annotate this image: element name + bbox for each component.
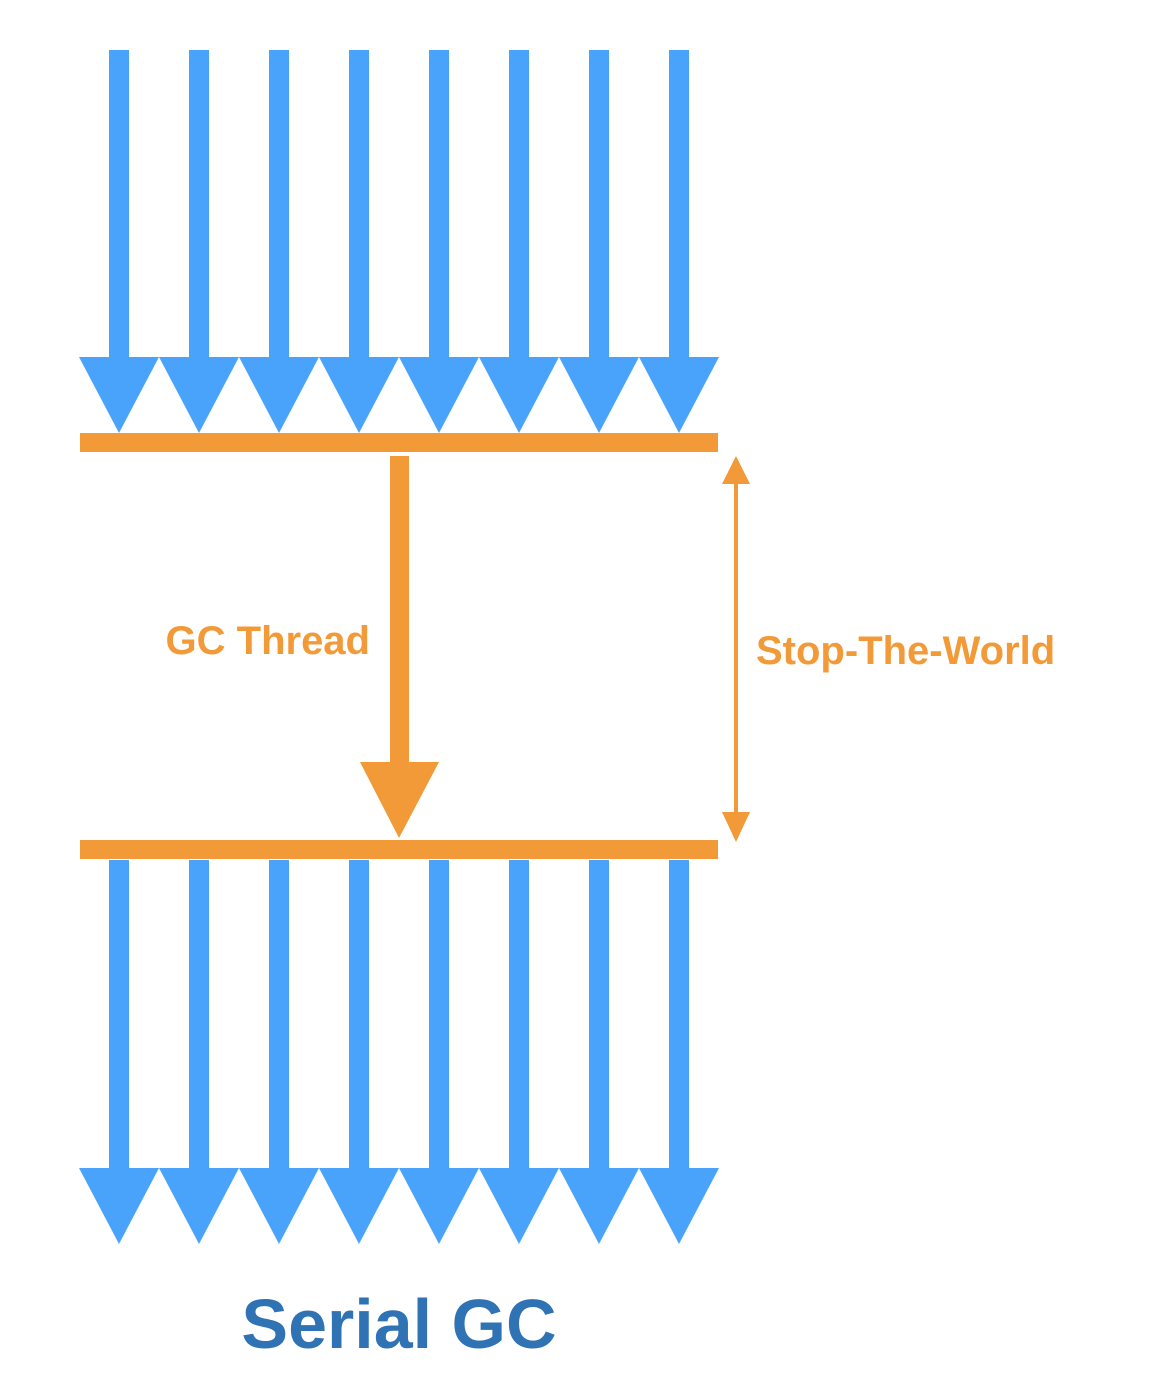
after-gc-thread-arrow-3 xyxy=(239,860,319,1244)
after-gc-thread-shaft-3 xyxy=(269,860,289,1170)
after-gc-thread-shaft-1 xyxy=(109,860,129,1170)
before-gc-thread-arrow-4 xyxy=(319,50,399,433)
application-threads-before-gc xyxy=(79,50,719,433)
gc-thread-arrowhead xyxy=(360,762,439,838)
before-gc-thread-shaft-8 xyxy=(669,50,689,359)
gc-thread-shaft xyxy=(390,456,409,766)
after-gc-thread-arrowhead-2 xyxy=(159,1168,239,1244)
after-gc-thread-arrow-4 xyxy=(319,860,399,1244)
before-gc-thread-arrowhead-5 xyxy=(399,357,479,433)
after-gc-thread-arrowhead-1 xyxy=(79,1168,159,1244)
before-gc-thread-shaft-5 xyxy=(429,50,449,359)
after-gc-thread-arrowhead-4 xyxy=(319,1168,399,1244)
after-gc-thread-arrowhead-5 xyxy=(399,1168,479,1244)
before-gc-thread-arrowhead-4 xyxy=(319,357,399,433)
after-gc-thread-arrow-2 xyxy=(159,860,239,1244)
after-gc-thread-arrowhead-7 xyxy=(559,1168,639,1244)
before-gc-thread-shaft-3 xyxy=(269,50,289,359)
after-gc-thread-arrow-7 xyxy=(559,860,639,1244)
gc-thread-label: GC Thread xyxy=(166,619,370,663)
after-gc-thread-arrow-1 xyxy=(79,860,159,1244)
after-gc-thread-arrow-8 xyxy=(639,860,719,1244)
before-gc-thread-arrowhead-3 xyxy=(239,357,319,433)
before-gc-thread-arrow-3 xyxy=(239,50,319,433)
before-gc-thread-shaft-2 xyxy=(189,50,209,359)
after-gc-thread-arrow-6 xyxy=(479,860,559,1244)
before-gc-thread-arrowhead-2 xyxy=(159,357,239,433)
before-gc-thread-shaft-4 xyxy=(349,50,369,359)
before-gc-thread-arrow-8 xyxy=(639,50,719,433)
before-gc-thread-arrow-2 xyxy=(159,50,239,433)
after-gc-thread-shaft-2 xyxy=(189,860,209,1170)
stop-the-world-arrowhead-down xyxy=(722,812,750,842)
after-gc-thread-shaft-7 xyxy=(589,860,609,1170)
stop-the-world-span-arrow xyxy=(722,456,750,842)
before-gc-thread-arrowhead-7 xyxy=(559,357,639,433)
after-gc-thread-arrowhead-6 xyxy=(479,1168,559,1244)
safepoint-bar-end xyxy=(80,840,718,859)
before-gc-thread-arrow-7 xyxy=(559,50,639,433)
before-gc-thread-shaft-7 xyxy=(589,50,609,359)
before-gc-thread-arrow-6 xyxy=(479,50,559,433)
diagram-title: Serial GC xyxy=(241,1285,556,1363)
safepoint-bar-start xyxy=(80,433,718,452)
after-gc-thread-arrow-5 xyxy=(399,860,479,1244)
before-gc-thread-shaft-6 xyxy=(509,50,529,359)
after-gc-thread-shaft-8 xyxy=(669,860,689,1170)
before-gc-thread-arrowhead-6 xyxy=(479,357,559,433)
gc-thread-arrow xyxy=(360,456,439,838)
stop-the-world-label: Stop-The-World xyxy=(756,629,1055,673)
before-gc-thread-arrow-1 xyxy=(79,50,159,433)
before-gc-thread-arrowhead-1 xyxy=(79,357,159,433)
application-threads-after-gc xyxy=(79,860,719,1244)
after-gc-thread-shaft-5 xyxy=(429,860,449,1170)
before-gc-thread-shaft-1 xyxy=(109,50,129,359)
stop-the-world-shaft xyxy=(734,476,738,818)
after-gc-thread-arrowhead-8 xyxy=(639,1168,719,1244)
after-gc-thread-shaft-4 xyxy=(349,860,369,1170)
before-gc-thread-arrowhead-8 xyxy=(639,357,719,433)
stop-the-world-arrowhead-up xyxy=(722,456,750,484)
before-gc-thread-arrow-5 xyxy=(399,50,479,433)
after-gc-thread-arrowhead-3 xyxy=(239,1168,319,1244)
after-gc-thread-shaft-6 xyxy=(509,860,529,1170)
